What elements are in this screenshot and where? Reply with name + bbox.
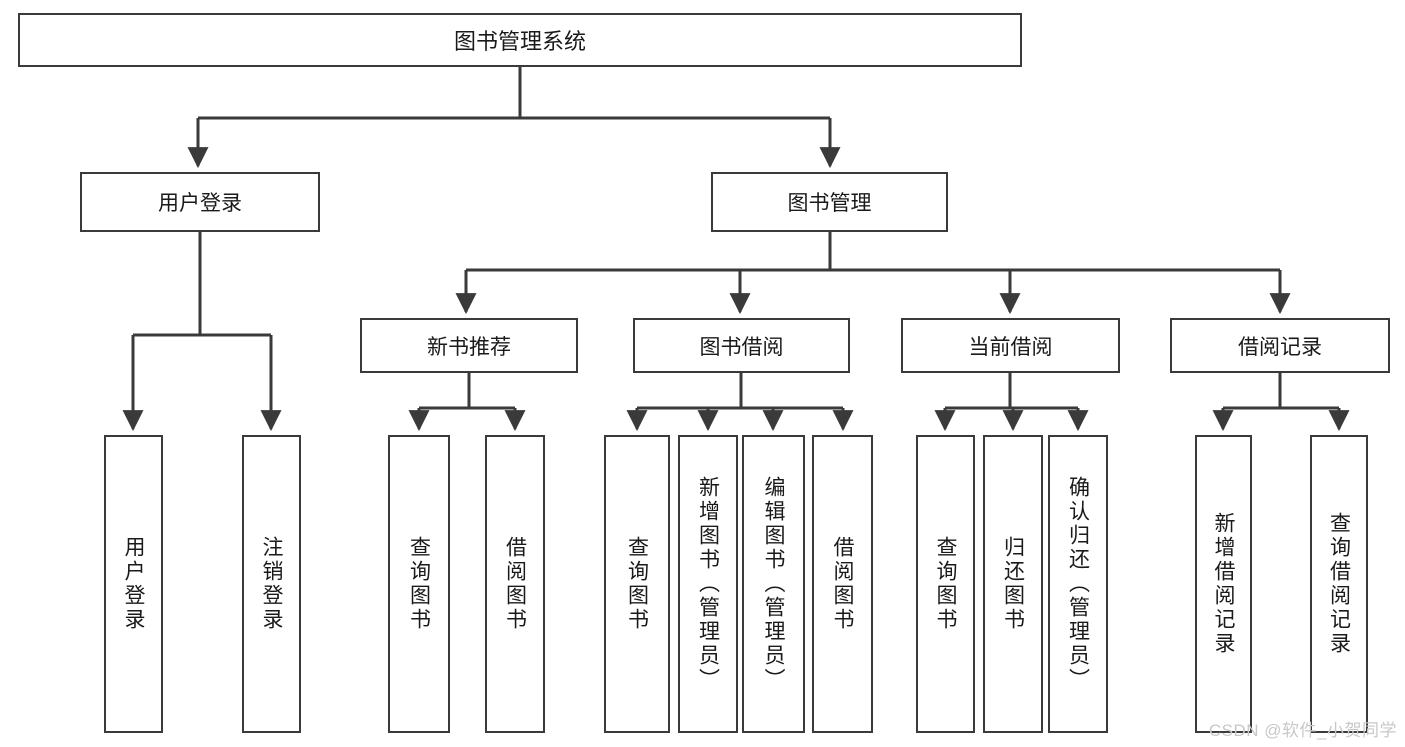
leaf-newbook-borrow-label: 借阅图书	[503, 536, 527, 632]
node-root[interactable]: 图书管理系统	[18, 13, 1022, 67]
leaf-borrow-query[interactable]: 查询图书	[604, 435, 670, 733]
leaf-borrow-lend-book-label: 借阅图书	[831, 536, 854, 632]
node-current-borrow[interactable]: 当前借阅	[901, 318, 1120, 373]
leaf-user-login[interactable]: 用户登录	[104, 435, 163, 733]
leaf-borrow-edit-book-admin[interactable]: 编辑图书（管理员）	[742, 435, 805, 733]
leaf-borrow-add-book-admin[interactable]: 新增图书（管理员）	[678, 435, 738, 733]
node-borrow-records-label: 借阅记录	[1238, 335, 1322, 359]
leaf-borrow-edit-book-admin-label: 编辑图书（管理员）	[762, 476, 785, 692]
leaf-current-return[interactable]: 归还图书	[983, 435, 1043, 733]
node-book-borrow-label: 图书借阅	[699, 335, 784, 359]
watermark: CSDN @软件_小贺同学	[1208, 721, 1397, 740]
leaf-newbook-borrow[interactable]: 借阅图书	[485, 435, 545, 733]
leaf-records-query[interactable]: 查询借阅记录	[1310, 435, 1368, 733]
leaf-records-add-label: 新增借阅记录	[1212, 512, 1235, 656]
leaf-borrow-query-label: 查询图书	[625, 536, 649, 632]
leaf-records-query-label: 查询借阅记录	[1327, 512, 1351, 656]
leaf-current-return-label: 归还图书	[1001, 536, 1025, 632]
node-new-book-recommend[interactable]: 新书推荐	[360, 318, 578, 373]
leaf-current-confirm-return-admin-label: 确认归还（管理员）	[1066, 476, 1090, 692]
leaf-current-confirm-return-admin[interactable]: 确认归还（管理员）	[1048, 435, 1108, 733]
leaf-newbook-query[interactable]: 查询图书	[388, 435, 450, 733]
leaf-borrow-add-book-admin-label: 新增图书（管理员）	[696, 476, 720, 692]
leaf-user-logout-label: 注销登录	[260, 536, 283, 632]
node-borrow-records[interactable]: 借阅记录	[1170, 318, 1390, 373]
node-new-book-recommend-label: 新书推荐	[427, 335, 511, 359]
leaf-newbook-query-label: 查询图书	[407, 536, 431, 632]
leaf-current-query-label: 查询图书	[934, 536, 957, 632]
node-user-login-label: 用户登录	[158, 192, 242, 215]
node-book-management[interactable]: 图书管理	[711, 172, 948, 232]
leaf-borrow-lend-book[interactable]: 借阅图书	[812, 435, 873, 733]
leaf-records-add[interactable]: 新增借阅记录	[1195, 435, 1252, 733]
leaf-user-login-label: 用户登录	[122, 536, 145, 632]
node-current-borrow-label: 当前借阅	[968, 335, 1053, 359]
leaf-user-logout[interactable]: 注销登录	[242, 435, 301, 733]
node-root-label: 图书管理系统	[453, 29, 586, 54]
node-book-borrow[interactable]: 图书借阅	[633, 318, 850, 373]
node-book-management-label: 图书管理	[787, 192, 872, 215]
leaf-current-query[interactable]: 查询图书	[916, 435, 975, 733]
node-user-login[interactable]: 用户登录	[80, 172, 320, 232]
